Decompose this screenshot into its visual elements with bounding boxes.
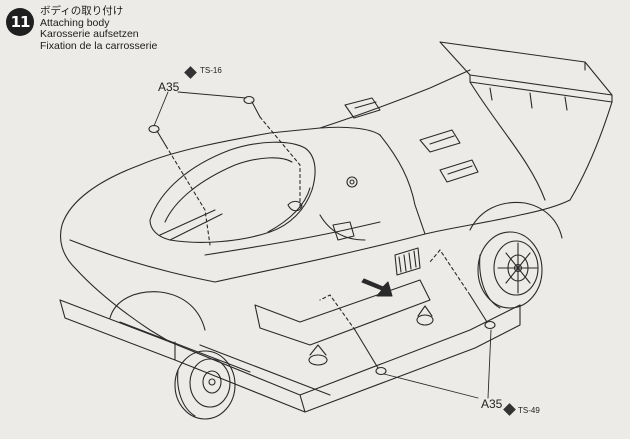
part-label-top: A35 [158, 80, 180, 94]
body-pin-bottom-right [469, 294, 496, 330]
paint-code-bottom: TS-49 [518, 406, 540, 415]
body-pin-bottom-left [354, 329, 387, 376]
body-shell [59, 69, 571, 343]
body-pin-top-left [148, 124, 167, 147]
rear-wheel [477, 231, 543, 309]
step-titles: ボディの取り付け Attaching body Karosserie aufse… [40, 5, 158, 52]
step-number: 11 [10, 13, 31, 31]
paint-code-top: TS-16 [200, 66, 222, 75]
body-pin-top-right [243, 95, 261, 118]
title-japanese: ボディの取り付け [40, 5, 124, 17]
rear-wing [439, 41, 613, 201]
step-number-badge: 11 [6, 8, 34, 36]
callout-leaders [153, 91, 492, 399]
part-label-bottom: A35 [481, 397, 503, 411]
chassis-tub [59, 279, 521, 413]
title-english: Attaching body [40, 16, 110, 29]
assembly-arrow [361, 278, 393, 297]
title-german: Karosserie aufsetzen [40, 28, 139, 40]
front-wheel [174, 350, 236, 420]
title-french: Fixation de la carrosserie [40, 39, 158, 52]
guide-lines [165, 116, 471, 331]
